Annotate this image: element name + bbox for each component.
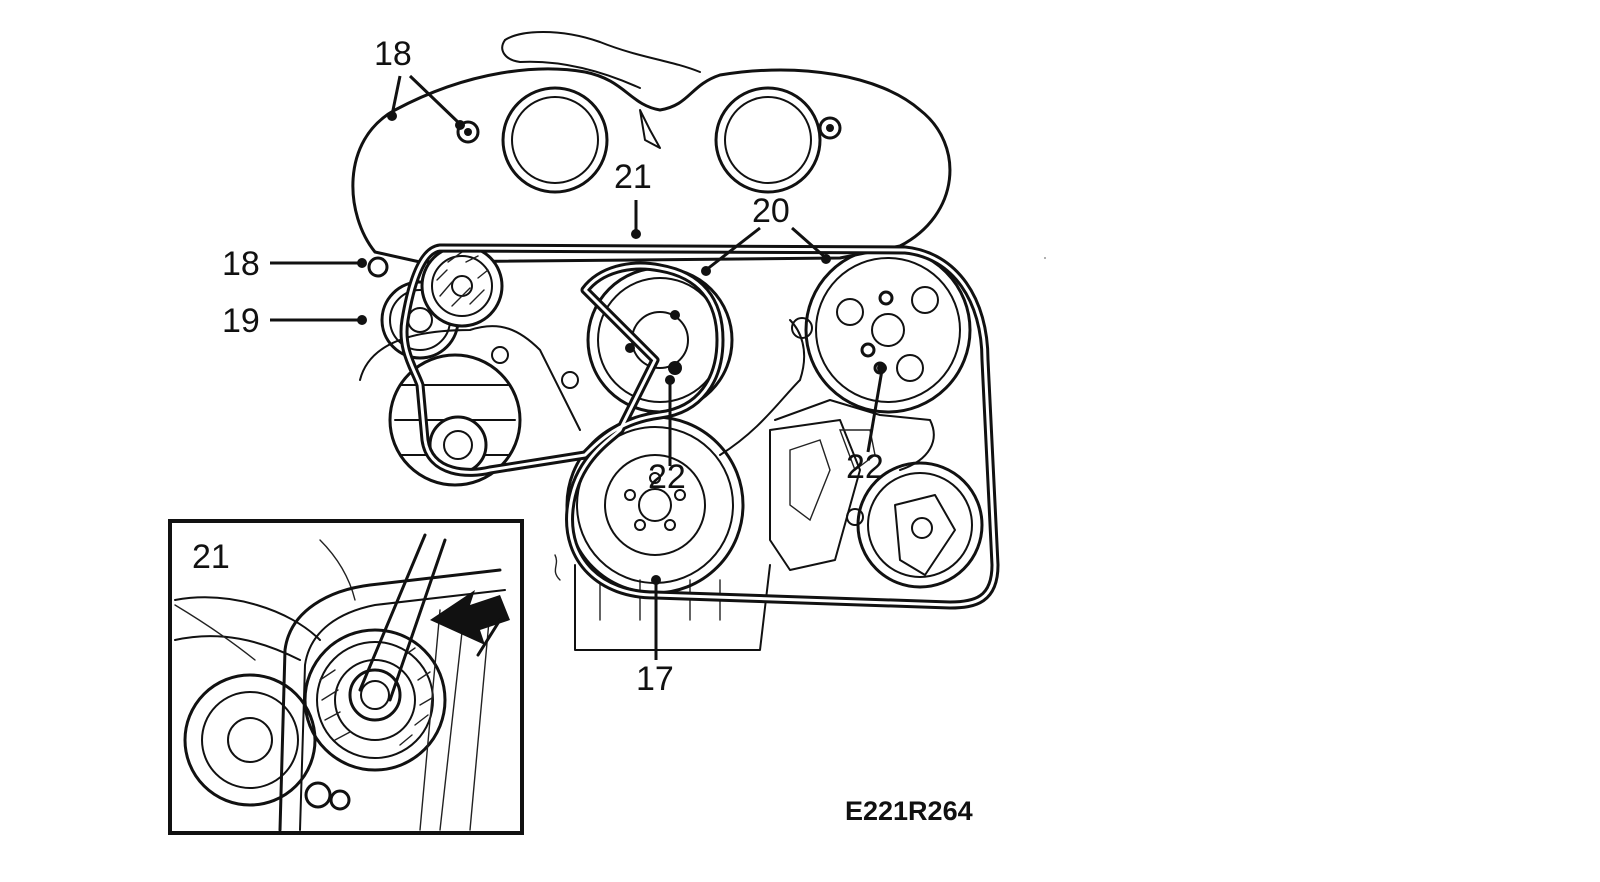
- leader-18-top-b: [408, 74, 462, 126]
- direction-arrow: [430, 590, 510, 645]
- camshaft-opening-right: [714, 86, 822, 194]
- callout-21-main: 21: [614, 158, 652, 196]
- timing-cover: [351, 31, 952, 264]
- callout-18-top: 18: [374, 35, 412, 73]
- wrench-handle-edge-a: [358, 533, 427, 692]
- callout-20: 20: [752, 192, 790, 230]
- callouts: 18 21 20 18 19 22 22 17: [222, 35, 887, 698]
- block-bolt: [791, 317, 813, 339]
- leader-18-top-a: [390, 75, 402, 116]
- ac-compressor: [846, 461, 984, 589]
- callout-17: 17: [636, 660, 674, 698]
- leader-20-b: [791, 226, 827, 260]
- callout-22-center: 22: [648, 458, 686, 496]
- leader-20-a: [705, 226, 761, 272]
- oil-sump: [574, 564, 771, 651]
- leader-22-right: [866, 369, 884, 453]
- inset-detail: 21: [168, 519, 524, 835]
- camshaft-opening-left: [501, 86, 609, 194]
- callout-21-inset: 21: [192, 538, 230, 576]
- compressor-bracket: [769, 419, 861, 571]
- callout-18-left: 18: [222, 245, 260, 283]
- wrench-handle-edge-b: [388, 538, 447, 702]
- belt-tensioner: [420, 244, 504, 328]
- callout-22-right: 22: [846, 448, 884, 486]
- callout-19: 19: [222, 302, 260, 340]
- water-pump-pulley: [804, 246, 972, 414]
- poly-v-belt: [399, 243, 1000, 610]
- figure-reference-code: E221R264: [845, 796, 973, 826]
- cover-bolt-right: [818, 116, 842, 140]
- cover-bolt-left: [456, 120, 480, 144]
